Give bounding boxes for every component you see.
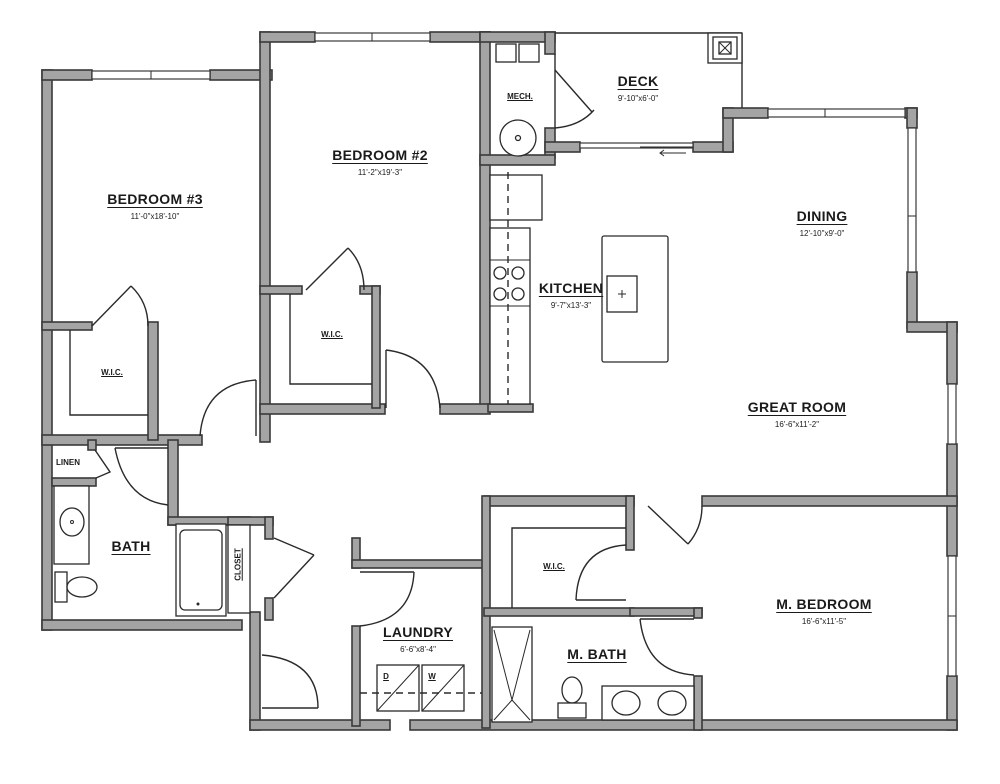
room-name: BEDROOM #3 — [107, 191, 203, 207]
room-name: BATH — [111, 538, 151, 554]
washer-label: W — [428, 672, 436, 681]
room-dimensions: 6'-6"x8'-4" — [400, 645, 436, 654]
bath-fixtures — [53, 447, 315, 617]
room-name: M. BEDROOM — [776, 596, 872, 612]
room-label-wic-bedroom3: W.I.C. — [101, 368, 123, 377]
room-label-master-bedroom: M. BEDROOM 16'-6"x11'-5" — [776, 596, 872, 626]
room-name: BEDROOM #2 — [332, 147, 428, 163]
room-name: GREAT ROOM — [747, 399, 847, 415]
deck — [554, 32, 743, 157]
room-dimensions: 11'-0"x18'-10" — [130, 212, 180, 221]
bedroom3-fixtures — [69, 285, 257, 437]
bedroom2-fixtures — [289, 247, 441, 409]
room-name: DINING — [796, 208, 848, 224]
kitchen-fixtures — [489, 172, 669, 405]
room-dimensions: 9'-10"x6'-0" — [617, 94, 659, 103]
room-name: LAUNDRY — [382, 624, 454, 640]
room-label-bedroom2: BEDROOM #2 11'-2"x19'-3" — [332, 147, 428, 177]
room-label-bath: BATH — [111, 538, 150, 554]
walls — [41, 31, 958, 731]
room-label-linen: LINEN — [56, 458, 80, 467]
room-dimensions: 12'-10"x9'-0" — [799, 229, 845, 238]
room-dimensions: 9'-7"x13'-3" — [550, 301, 592, 310]
dryer-label: D — [383, 672, 389, 681]
room-dimensions: 16'-6"x11'-2" — [774, 420, 820, 429]
room-dimensions: 16'-6"x11'-5" — [801, 617, 847, 626]
room-label-wic-master: W.I.C. — [543, 562, 565, 571]
room-label-wic-bedroom2: W.I.C. — [321, 330, 343, 339]
room-label-great-room: GREAT ROOM 16'-6"x11'-2" — [748, 399, 846, 429]
entry-door — [261, 654, 319, 709]
room-label-laundry: LAUNDRY 6'-6"x8'-4" — [383, 624, 453, 654]
room-dimensions: 11'-2"x19'-3" — [357, 168, 403, 177]
room-label-mech: MECH. — [507, 92, 533, 101]
room-name: KITCHEN — [538, 280, 604, 296]
room-name: M. BATH — [567, 646, 627, 662]
laundry-fixtures — [359, 571, 482, 712]
room-label-deck: DECK 9'-10"x6'-0" — [618, 73, 659, 103]
windows — [91, 32, 957, 677]
room-label-master-bath: M. BATH — [567, 646, 626, 662]
mech-fixtures — [495, 43, 540, 157]
room-label-closet: CLOSET — [233, 548, 243, 581]
room-label-dining: DINING 12'-10"x9'-0" — [797, 208, 848, 238]
room-name: DECK — [617, 73, 659, 89]
room-label-bedroom3: BEDROOM #3 11'-0"x18'-10" — [107, 191, 203, 221]
master-fixtures — [491, 505, 703, 723]
room-label-kitchen: KITCHEN 9'-7"x13'-3" — [539, 280, 603, 310]
